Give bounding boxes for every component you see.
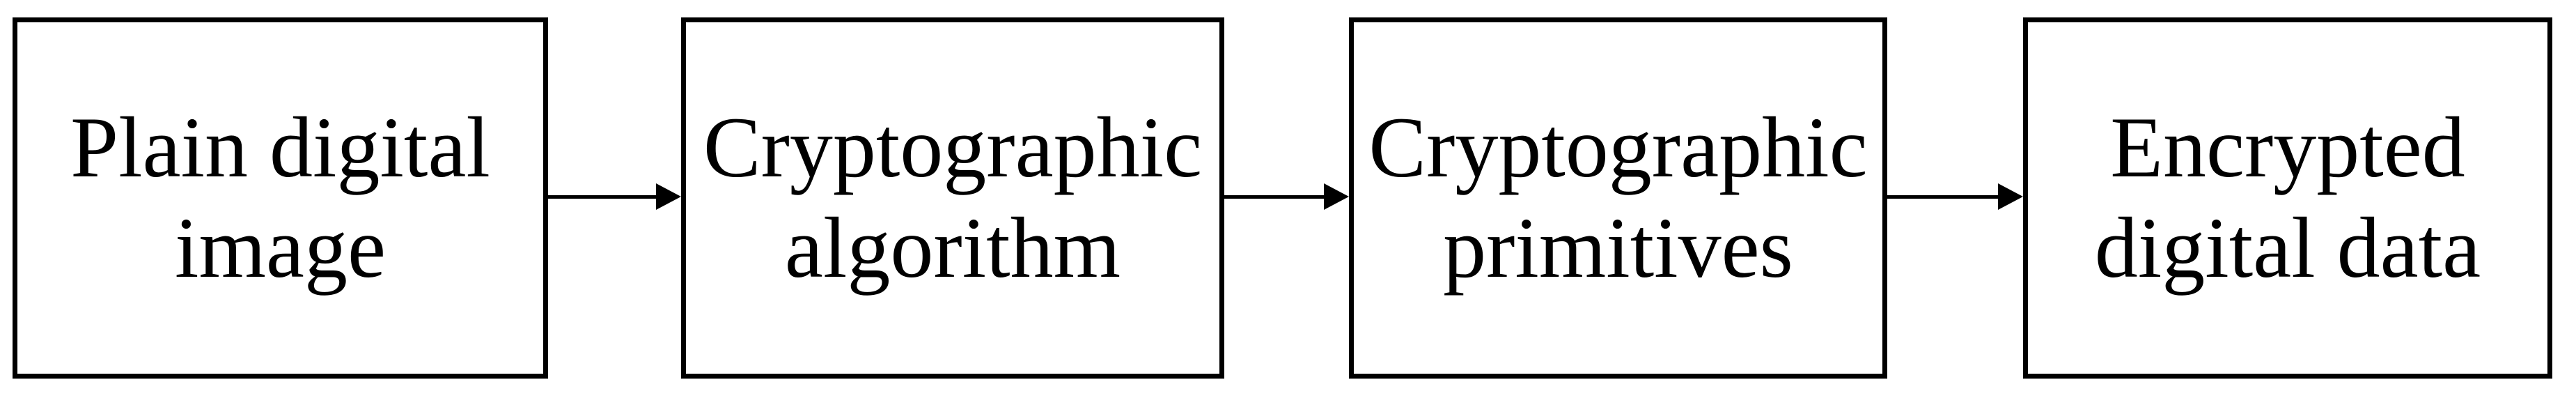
node-label-line: primitives [1443,200,1793,296]
connector-arrow-1 [548,183,681,210]
node-encrypted-digital-data: Encrypted digital data [2023,17,2552,379]
arrow-head-icon [656,183,681,210]
connector-arrow-3 [1887,183,2023,210]
arrow-line [548,195,656,199]
node-label-line: Plain digital [70,100,490,196]
node-cryptographic-algorithm: Cryptographic algorithm [681,17,1224,379]
arrow-head-icon [1998,183,2023,210]
node-label-line: digital data [2094,200,2481,296]
arrow-line [1224,195,1324,199]
node-label-line: Cryptographic [703,100,1203,196]
node-label-line: Cryptographic [1368,100,1868,196]
node-label-line: algorithm [784,200,1121,296]
node-cryptographic-primitives: Cryptographic primitives [1349,17,1887,379]
connector-arrow-2 [1224,183,1349,210]
node-plain-digital-image: Plain digital image [13,17,548,379]
node-label-line: Encrypted [2110,100,2465,196]
arrow-line [1887,195,1998,199]
arrow-head-icon [1324,183,1349,210]
node-label-line: image [175,200,386,296]
